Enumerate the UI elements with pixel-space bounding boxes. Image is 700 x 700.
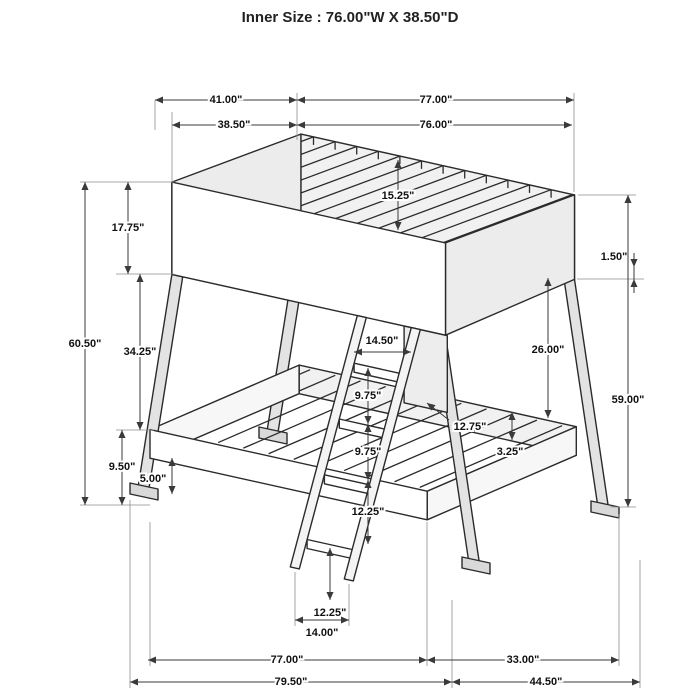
dimension: 3.25" bbox=[495, 412, 525, 460]
slat bbox=[400, 184, 530, 234]
dimension: 9.75" bbox=[353, 368, 383, 424]
front-left-foot bbox=[129, 482, 159, 501]
dimension-label: 9.75" bbox=[355, 446, 382, 458]
dimension-label: 14.00" bbox=[306, 627, 339, 639]
dimension-label: 76.00" bbox=[420, 119, 453, 131]
dimension-label: 38.50" bbox=[218, 119, 251, 131]
dimension: 5.00" bbox=[138, 458, 176, 494]
dimension: 77.00" bbox=[148, 652, 427, 668]
dimension-label: 44.50" bbox=[530, 676, 563, 688]
dimension: 76.00" bbox=[297, 117, 572, 133]
diagram-title: Inner Size : 76.00"W X 38.50"D bbox=[242, 9, 459, 26]
ladder-rung bbox=[338, 418, 385, 439]
dimension-label: 79.50" bbox=[275, 676, 308, 688]
dimension: 9.75" bbox=[353, 424, 383, 480]
dimension: 33.00" bbox=[427, 652, 619, 668]
lower-bed-right-end bbox=[426, 426, 577, 521]
dimension-label: 15.25" bbox=[382, 190, 415, 202]
dimension: 44.50" bbox=[452, 674, 640, 690]
dimension-label: 41.00" bbox=[210, 94, 243, 106]
dimension: 12.25" bbox=[350, 480, 386, 544]
dimension-label: 34.25" bbox=[124, 346, 157, 358]
lower-bed-front-rail bbox=[149, 428, 428, 521]
slat bbox=[357, 174, 487, 224]
slat bbox=[243, 385, 386, 449]
dimension-label: 5.00" bbox=[140, 473, 167, 485]
dimension-label: 9.75" bbox=[355, 390, 382, 402]
ladder-left-rail bbox=[289, 314, 367, 570]
slat bbox=[313, 165, 444, 215]
dimension-label: 59.00" bbox=[612, 394, 645, 406]
dimension: 38.50" bbox=[172, 117, 297, 133]
dimension: 26.00" bbox=[530, 278, 566, 418]
back-right-leg bbox=[563, 276, 610, 510]
dimension-label: 14.50" bbox=[366, 335, 399, 347]
dimension-label: 12.75" bbox=[454, 421, 487, 433]
dimension-label: 12.25" bbox=[314, 607, 347, 619]
dimension: 17.75" bbox=[110, 182, 146, 274]
dimension: 77.00" bbox=[297, 92, 574, 108]
dimension-label: 1.50" bbox=[601, 251, 628, 263]
dimension-label: 9.50" bbox=[109, 461, 136, 473]
dimension: 79.50" bbox=[130, 674, 452, 690]
dimension: 59.00" bbox=[610, 195, 646, 507]
slat bbox=[419, 425, 563, 488]
dimension: 1.50" bbox=[599, 249, 638, 293]
slat bbox=[421, 189, 552, 239]
dimension-label: 60.50" bbox=[69, 338, 102, 350]
dimension-label: 17.75" bbox=[112, 222, 145, 234]
dimension: 60.50" bbox=[67, 182, 103, 505]
dimension: 14.50" bbox=[354, 333, 411, 356]
slat bbox=[369, 413, 512, 477]
dimension: 41.00" bbox=[155, 92, 297, 108]
dimension-label: 26.00" bbox=[532, 344, 565, 356]
dimension: 12.75" bbox=[426, 402, 488, 435]
dimension-label: 33.00" bbox=[507, 654, 540, 666]
dimension: 15.25" bbox=[380, 160, 416, 230]
dimension-label: 3.25" bbox=[497, 446, 524, 458]
dimension-annotations: 41.00" 77.00" 38.50" 76.00" 17.75" 34.25" 60.5… bbox=[67, 92, 647, 690]
dimension: 12.25" bbox=[312, 548, 348, 621]
back-right-foot bbox=[590, 500, 620, 519]
dimension-label: 77.00" bbox=[420, 94, 453, 106]
slat bbox=[443, 193, 573, 244]
dimension-label: 77.00" bbox=[271, 654, 304, 666]
dimension: 9.50" bbox=[107, 430, 137, 505]
dimension: 14.00" bbox=[295, 616, 349, 641]
dimension: 34.25" bbox=[122, 274, 158, 430]
dimension-label: 12.25" bbox=[352, 506, 385, 518]
front-right-foot bbox=[461, 556, 491, 575]
